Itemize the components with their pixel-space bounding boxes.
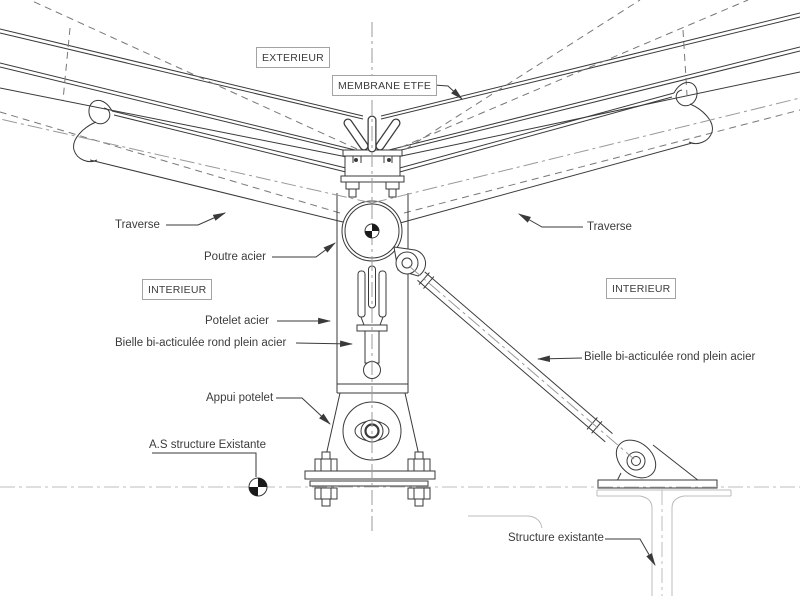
label-bielle-left: Bielle bi-acticulée rond plein acier — [115, 337, 287, 349]
label-membrane-etfe: MEMBRANE ETFE — [332, 75, 438, 96]
rod-anchor — [597, 439, 718, 489]
label-traverse-right: Traverse — [587, 221, 632, 233]
steel-beam-node — [341, 200, 427, 277]
traverse-tube-right — [395, 81, 713, 224]
level-datum-symbol — [248, 477, 268, 497]
label-appui-potelet: Appui potelet — [206, 392, 274, 404]
label-structure-existante: Structure existante — [508, 532, 604, 544]
label-as-structure: A.S structure Existante — [149, 439, 266, 451]
label-poutre-acier: Poutre acier — [204, 251, 267, 263]
label-exterieur: EXTERIEUR — [256, 47, 330, 68]
leader-lines — [152, 83, 656, 566]
membrane-lines-left — [0, 0, 364, 214]
post-support — [304, 392, 436, 487]
membrane-lines-right — [380, 0, 800, 214]
traverse-tube-left — [73, 99, 351, 224]
label-potelet-acier: Potelet acier — [205, 315, 269, 327]
node-center-symbol — [364, 223, 380, 239]
label-bielle-right: Bielle bi-acticulée rond plein acier — [584, 351, 756, 363]
anchor-bolts — [314, 451, 431, 507]
label-traverse-left: Traverse — [115, 219, 160, 231]
label-interieur-right: INTERIEUR — [606, 278, 677, 299]
label-interieur-left: INTERIEUR — [142, 279, 213, 300]
existing-structure-beam — [468, 489, 732, 596]
centerlines — [0, 22, 800, 596]
